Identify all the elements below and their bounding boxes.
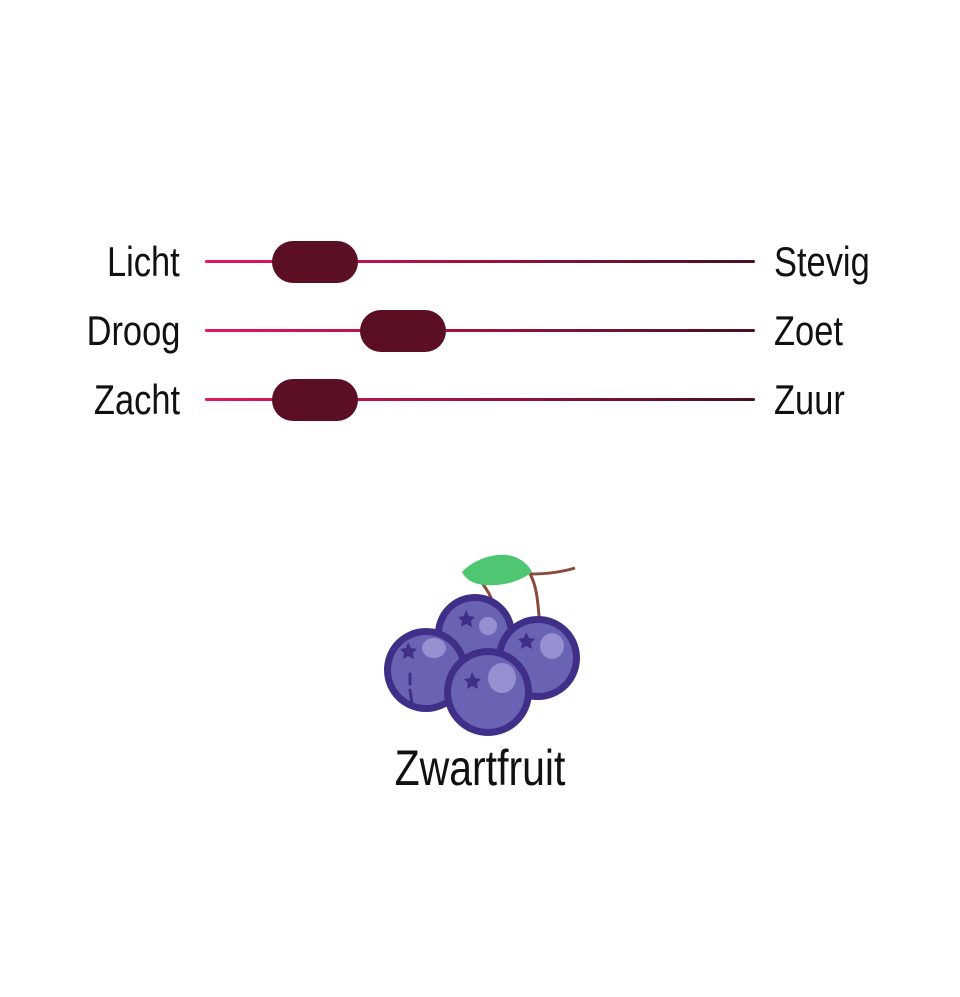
scale-row-body: Licht Stevig [0,232,960,292]
scale-left-label: Zacht [93,376,180,423]
scale-left-label: Droog [86,307,180,354]
scale-row-sweetness: Droog Zoet [0,301,960,361]
scale-thumb[interactable] [360,310,446,352]
fruit-name: Zwartfruit [394,740,566,796]
scale-thumb[interactable] [272,241,358,283]
scale-track [205,398,755,401]
scale-right-label: Zuur [774,376,845,423]
stem-icon [527,566,576,627]
leaf-icon [462,554,532,586]
scale-right-label: Zoet [774,307,843,354]
scale-track [205,329,755,332]
scale-row-acidity: Zacht Zuur [0,370,960,430]
scale-track [205,260,755,263]
scale-left-label: Licht [107,238,180,285]
blackberry-cluster-icon [384,554,580,736]
scale-right-label: Stevig [774,238,870,285]
scale-thumb[interactable] [272,379,358,421]
